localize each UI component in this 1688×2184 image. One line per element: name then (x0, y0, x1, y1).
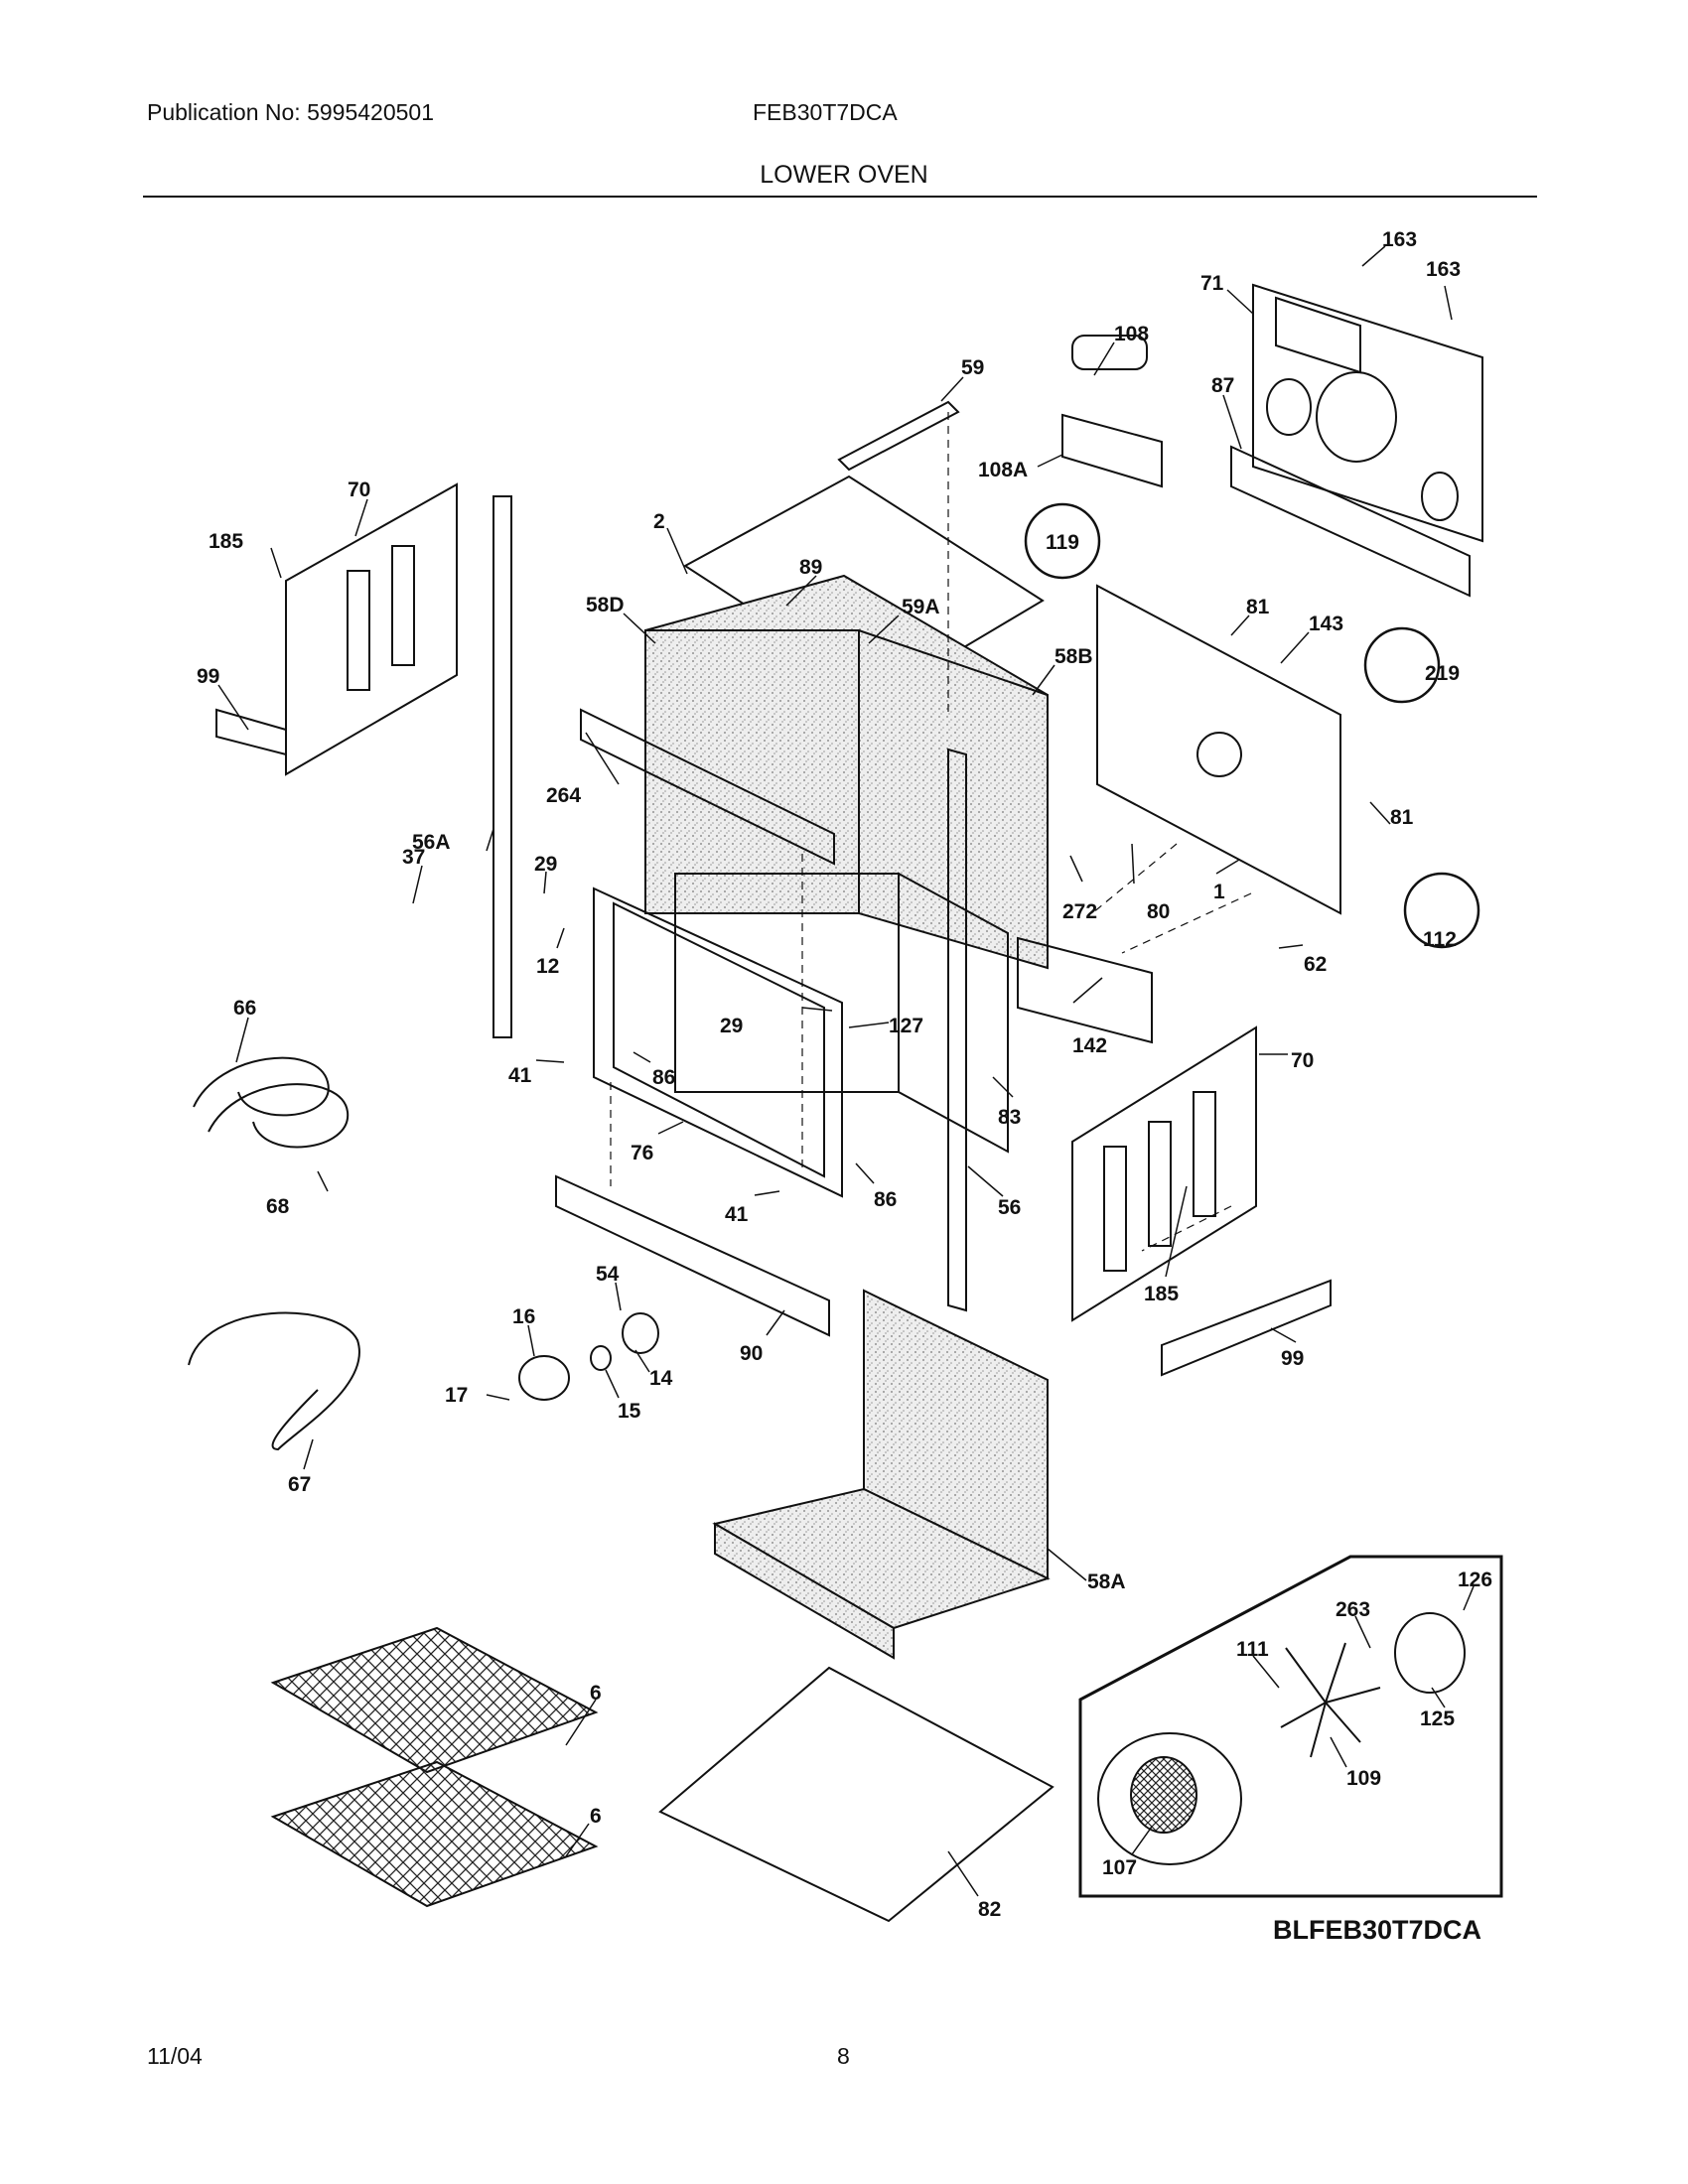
left-vertical-strip (492, 495, 512, 1038)
back-panel (1096, 584, 1341, 915)
callout-70: 70 (1291, 1049, 1314, 1072)
callout-219: 219 (1425, 662, 1460, 685)
callout-6: 6 (590, 1682, 602, 1705)
callout-81: 81 (1390, 806, 1414, 829)
callout-68: 68 (266, 1195, 290, 1218)
bottom-trim (555, 1174, 830, 1337)
blower-vent (1071, 335, 1148, 370)
callout-143: 143 (1309, 613, 1343, 635)
callout-107: 107 (1102, 1856, 1137, 1879)
light-lens (518, 1355, 570, 1401)
callout-58B: 58B (1055, 645, 1093, 668)
vent-tube (837, 400, 960, 472)
door-frame (593, 887, 843, 1198)
callout-127: 127 (889, 1015, 923, 1037)
callout-87: 87 (1211, 374, 1234, 397)
callout-126: 126 (1458, 1569, 1492, 1591)
callout-37: 37 (402, 846, 425, 869)
callout-56: 56 (998, 1196, 1021, 1219)
callout-41: 41 (508, 1064, 532, 1087)
callout-29: 29 (720, 1015, 743, 1037)
callout-263: 263 (1336, 1598, 1370, 1621)
callout-54: 54 (596, 1263, 620, 1286)
oven-rack-lower (270, 1760, 599, 1908)
publication-number: Publication No: 5995420501 (147, 99, 435, 125)
callout-15: 15 (618, 1400, 641, 1423)
oven-rack-upper (270, 1626, 599, 1774)
trim-strip (580, 708, 835, 866)
callout-17: 17 (445, 1384, 468, 1407)
callout-59: 59 (961, 356, 984, 379)
callout-108A: 108A (978, 459, 1028, 481)
callout-86: 86 (874, 1188, 897, 1211)
publication-date: 11/04 (147, 2043, 203, 2069)
callout-56A: 56A (412, 831, 451, 854)
callout-185: 185 (209, 530, 243, 553)
diagram-code: BLFEB30T7DCA (1273, 1915, 1481, 1945)
callout-90: 90 (740, 1342, 763, 1365)
callout-70: 70 (348, 478, 370, 501)
fan-blade (1280, 1642, 1381, 1758)
callout-1: 1 (1213, 881, 1225, 903)
fan-cover (1097, 1732, 1242, 1865)
callout-58D: 58D (586, 594, 625, 616)
convection-fan-inset (1078, 1555, 1503, 1898)
rail-bracket (1230, 445, 1471, 598)
callout-16: 16 (512, 1305, 535, 1328)
callout-41: 41 (725, 1203, 749, 1226)
section-title: LOWER OVEN (760, 161, 928, 189)
left-side-panel (285, 482, 458, 776)
callout-163: 163 (1426, 258, 1461, 281)
callout-71: 71 (1200, 272, 1224, 295)
insulation-front (644, 629, 860, 914)
header-divider (143, 196, 1537, 198)
callout-81: 81 (1246, 596, 1270, 618)
callout-125: 125 (1420, 1707, 1455, 1730)
callout-62: 62 (1304, 953, 1327, 976)
callout-142: 142 (1072, 1034, 1107, 1057)
callout-59A: 59A (902, 596, 940, 618)
callout-272: 272 (1062, 900, 1097, 923)
callout-67: 67 (288, 1473, 311, 1496)
callout-99: 99 (197, 665, 219, 688)
callout-109: 109 (1346, 1767, 1381, 1790)
callout-108: 108 (1114, 323, 1149, 345)
callout-2: 2 (653, 510, 665, 533)
callout-163: 163 (1382, 228, 1417, 251)
callout-119: 119 (1046, 531, 1079, 554)
callout-82: 82 (978, 1898, 1001, 1921)
page-number: 8 (837, 2043, 850, 2069)
callout-111: 111 (1236, 1638, 1269, 1661)
callout-86: 86 (652, 1066, 675, 1089)
callout-99: 99 (1281, 1347, 1304, 1370)
callout-14: 14 (649, 1367, 673, 1390)
right-side-panel (1071, 1025, 1257, 1322)
callout-29: 29 (534, 853, 557, 876)
callout-76: 76 (631, 1142, 653, 1164)
callout-6: 6 (590, 1805, 602, 1828)
bottom-tray (658, 1666, 1055, 1923)
callout-66: 66 (233, 997, 256, 1020)
callout-83: 83 (998, 1106, 1021, 1129)
duct (1017, 936, 1153, 1044)
rear-panel (1252, 283, 1483, 543)
callout-112: 112 (1423, 928, 1457, 951)
callout-264: 264 (546, 784, 581, 807)
callout-80: 80 (1147, 900, 1170, 923)
callout-185: 185 (1144, 1283, 1179, 1305)
bake-element (188, 1311, 360, 1451)
callout-89: 89 (799, 556, 822, 579)
broil-element (193, 1056, 350, 1149)
model-number: FEB30T7DCA (753, 99, 898, 125)
callout-58A: 58A (1087, 1570, 1126, 1593)
callout-12: 12 (536, 955, 559, 978)
right-vertical-strip (947, 748, 967, 1312)
fan-motor (1394, 1612, 1466, 1694)
